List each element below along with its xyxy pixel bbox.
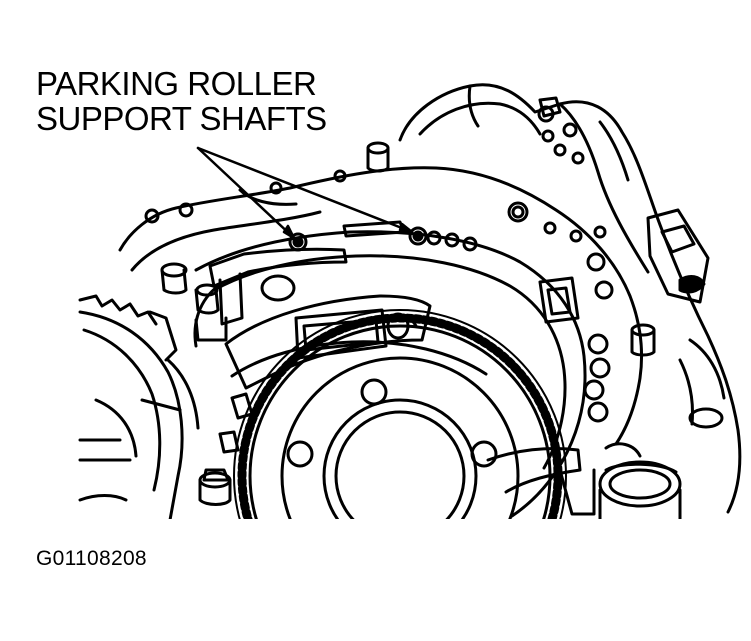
left-gear-assembly <box>80 296 198 520</box>
left-studs <box>162 264 230 505</box>
support-shaft-icon <box>290 228 426 250</box>
lower-bracket <box>488 448 594 514</box>
callout-line-1: PARKING ROLLER <box>36 65 317 102</box>
callout-line-2: SUPPORT SHAFTS <box>36 100 327 137</box>
callout-label: PARKING ROLLER SUPPORT SHAFTS <box>36 66 327 136</box>
leader-arrow-icon <box>198 148 412 238</box>
figure-code: G01108208 <box>36 547 147 570</box>
case-flange <box>120 168 642 444</box>
case-housing <box>368 85 740 520</box>
drum-ring <box>196 232 585 516</box>
